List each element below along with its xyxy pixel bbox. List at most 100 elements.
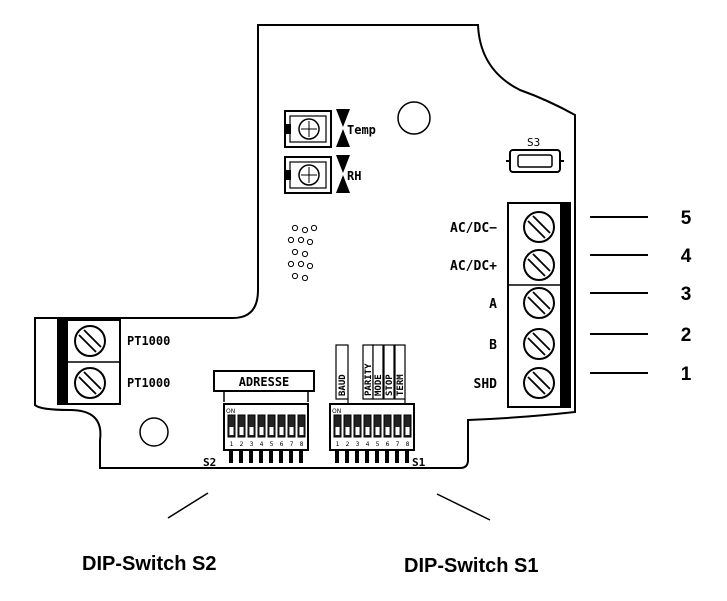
caption-dip-switch-s2: DIP-Switch S2 [82,553,217,575]
sensor-vent-dots [287,224,318,282]
terminal-screw-5[interactable] [523,367,555,399]
rh-trimmer [284,155,350,194]
s1-header-label: BAUD [338,374,348,396]
s1-header-box [394,344,406,400]
s1-header-label: TERM [396,374,406,396]
s1-header-label: MODE [374,374,384,396]
terminal-screw-4[interactable] [523,328,555,360]
s2-switch-7[interactable] [287,414,296,438]
s1-switch-3[interactable] [353,414,362,438]
s1-header-label: PARITY [364,363,374,396]
s2-pin-number: 6 [280,441,284,448]
s2-pin-lead [279,451,283,463]
terminal-label: A [489,297,497,312]
terminal-screw-3[interactable] [523,287,555,319]
s2-header-label: ADRESSE [239,375,290,389]
terminal-screw-2[interactable] [523,249,555,281]
s1-pin-lead [405,451,409,463]
s1-switch-8[interactable] [403,414,412,438]
s1-header-box [335,344,349,400]
s2-switch-3[interactable] [247,414,256,438]
s2-name-label: S2 [203,456,216,469]
s2-pointer-line [167,492,209,519]
s1-pin-number: 3 [356,441,360,448]
temp-label: Temp [347,123,376,137]
terminal-number: 5 [681,208,692,229]
s2-pin-number: 5 [270,441,274,448]
s1-pin-lead [355,451,359,463]
terminal-screw-1[interactable] [523,211,555,243]
s1-pin-number: 7 [396,441,400,448]
terminal-number: 1 [681,364,692,385]
terminal-label: AC/DC+ [450,259,497,274]
s1-pin-lead [395,451,399,463]
s1-pin-number: 5 [376,441,380,448]
pt1000-label: PT1000 [127,334,170,348]
s2-pin-number: 1 [230,441,234,448]
mounting-hole-bottom [139,417,169,447]
pt1000-screw-1[interactable] [74,325,106,357]
s2-switch-2[interactable] [237,414,246,438]
terminal-label: SHD [474,377,498,392]
caption-dip-switch-s1: DIP-Switch S1 [404,555,539,577]
s1-pin-lead [335,451,339,463]
s1-pin-number: 2 [346,441,350,448]
s1-pin-number: 4 [366,441,370,448]
s1-switch-4[interactable] [363,414,372,438]
s1-pin-lead [385,451,389,463]
s1-name-label: S1 [412,456,426,469]
s2-switch-8[interactable] [297,414,306,438]
pt1000-screw-2[interactable] [74,367,106,399]
s1-pin-number: 8 [406,441,410,448]
s2-pin-lead [249,451,253,463]
s1-header-box [383,344,395,400]
s1-switch-5[interactable] [373,414,382,438]
s1-switch-7[interactable] [393,414,402,438]
rh-label: RH [347,169,361,183]
s1-pin-lead [375,451,379,463]
main-terminal-block [507,202,571,408]
terminal-number: 4 [681,246,692,267]
s2-switch-1[interactable] [227,414,236,438]
s1-header-label: STOP [385,374,395,396]
s3-label: S3 [527,136,540,149]
terminal-number: 2 [681,325,692,346]
terminal-label: B [489,338,497,353]
s2-on-label: ON [226,408,235,415]
s2-pin-number: 4 [260,441,264,448]
s2-pin-lead [259,451,263,463]
s1-pin-lead [345,451,349,463]
s2-pin-lead [229,451,233,463]
s2-pin-number: 3 [250,441,254,448]
s2-pin-number: 7 [290,441,294,448]
temp-trimmer [284,109,350,148]
s1-header-box [372,344,384,400]
s2-pin-lead [269,451,273,463]
s1-pin-number: 1 [336,441,340,448]
s2-pin-number: 2 [240,441,244,448]
s2-switch-6[interactable] [277,414,286,438]
pt1000-label: PT1000 [127,376,170,390]
pt1000-terminal-block [57,319,121,405]
s1-pointer-line [436,493,491,521]
s1-on-label: ON [332,408,341,415]
s2-pin-number: 8 [300,441,304,448]
terminal-label: AC/DC− [450,221,497,236]
s2-pin-lead [299,451,303,463]
s2-pin-lead [239,451,243,463]
terminal-number: 3 [681,284,692,305]
s1-switch-2[interactable] [343,414,352,438]
s3-push-button[interactable] [506,149,564,173]
board-outline [34,24,576,469]
s1-pin-lead [365,451,369,463]
s2-switch-5[interactable] [267,414,276,438]
s1-switch-6[interactable] [383,414,392,438]
s1-switch-1[interactable] [333,414,342,438]
s1-pin-number: 6 [386,441,390,448]
s2-pin-lead [289,451,293,463]
s2-switch-4[interactable] [257,414,266,438]
mounting-hole-top [397,101,431,135]
